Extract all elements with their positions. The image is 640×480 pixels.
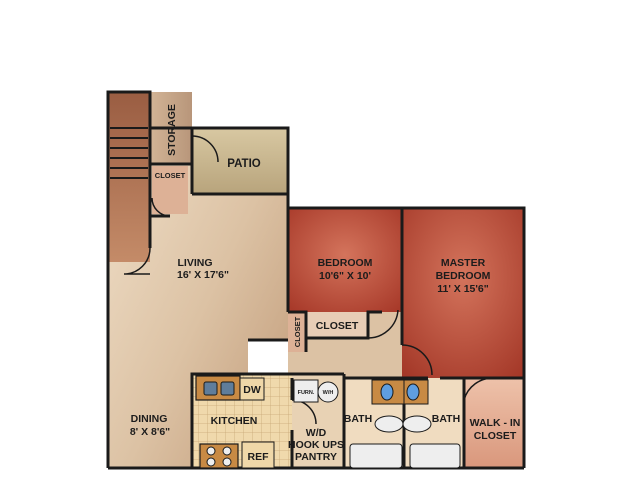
wd-label-2: HOOK UPS bbox=[288, 439, 344, 451]
walkin-label-2: CLOSET bbox=[474, 430, 517, 442]
vertical-closet bbox=[288, 312, 306, 352]
stair-treads bbox=[110, 127, 148, 179]
walkin-closet-room bbox=[464, 378, 524, 468]
refrigerator bbox=[241, 441, 275, 469]
bedroom-name-label: BEDROOM bbox=[318, 257, 373, 269]
master-dim-label: 11' X 15'6" bbox=[437, 283, 488, 295]
door-swings bbox=[123, 135, 495, 425]
wd-label-3: PANTRY bbox=[295, 451, 337, 463]
patio-label: PATIO bbox=[227, 158, 260, 170]
dishwasher bbox=[239, 377, 265, 401]
walls bbox=[106, 90, 526, 470]
kitchen-sink bbox=[195, 375, 241, 401]
closet-bedroom-label: CLOSET bbox=[316, 320, 359, 332]
kitchen-label: KITCHEN bbox=[211, 415, 258, 427]
master-bedroom-room bbox=[402, 208, 524, 378]
closet-small-label: CLOSET bbox=[155, 171, 186, 180]
stove bbox=[199, 443, 239, 469]
bath-right-label: BATH bbox=[432, 413, 460, 425]
patio-area bbox=[192, 128, 288, 194]
ref-label: REF bbox=[248, 451, 270, 463]
water-heater bbox=[317, 381, 339, 403]
bath-left-label: BATH bbox=[344, 413, 372, 425]
master-name-label-1: MASTER bbox=[441, 257, 486, 269]
storage-label: STORAGE bbox=[166, 104, 178, 156]
master-name-label-2: BEDROOM bbox=[436, 270, 491, 282]
living-name-label: LIVING bbox=[177, 257, 212, 269]
furn-label: FURN. bbox=[298, 390, 315, 396]
dining-name-label: DINING bbox=[131, 413, 168, 425]
dw-label: DW bbox=[243, 384, 261, 396]
living-dim-label: 16' X 17'6" bbox=[177, 269, 229, 281]
bath-right-fixtures bbox=[402, 379, 461, 469]
bedroom-dim-label: 10'6" X 10' bbox=[319, 270, 371, 282]
wh-label: W/H bbox=[323, 390, 334, 396]
dining-dim-label: 8' X 8'6" bbox=[130, 426, 170, 438]
bedroom-room bbox=[288, 208, 402, 312]
wd-label-1: W/D bbox=[306, 427, 327, 439]
closet-vertical-label: CLOSET bbox=[293, 316, 302, 347]
bedroom-closet bbox=[306, 312, 368, 338]
walkin-label-1: WALK - IN bbox=[470, 417, 521, 429]
small-closet bbox=[152, 166, 188, 214]
